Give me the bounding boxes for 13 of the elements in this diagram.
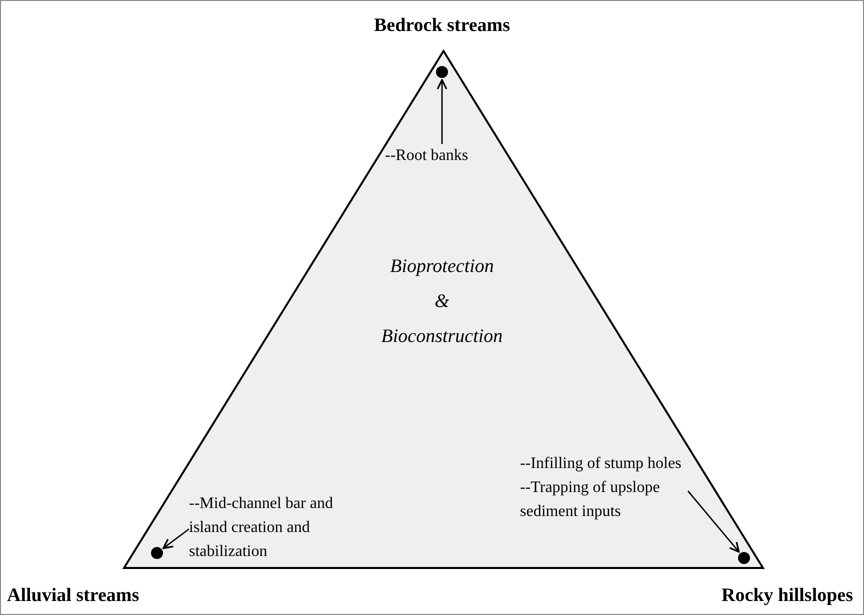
process-note: --Trapping of upslope sediment inputs (520, 478, 661, 522)
center-caption: Bioconstruction (381, 325, 503, 349)
vertex-label: Bedrock streams (373, 15, 511, 37)
process-note: --Infilling of stump holes (520, 454, 682, 474)
arrow (436, 79, 448, 144)
vertex-label: Rocky hillslopes (722, 585, 853, 607)
process-note: --Mid-channel bar and island creation and stabilization (189, 494, 334, 562)
arrow (162, 528, 190, 550)
center-caption: & (434, 290, 450, 314)
vertex-label: Alluvial streams (7, 585, 140, 607)
center-caption: Bioprotection (390, 255, 494, 279)
arrow (687, 490, 740, 553)
process-note: --Root banks (385, 146, 470, 166)
